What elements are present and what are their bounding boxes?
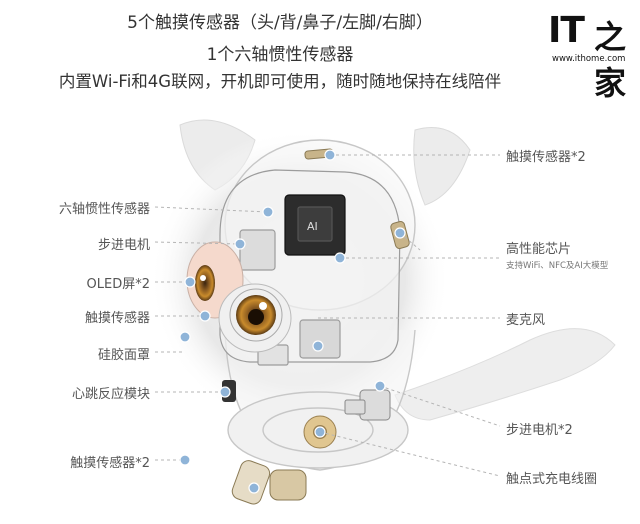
label-heartbeat-module: 心跳反应模块 — [71, 387, 150, 402]
label-stepper-motor: 步进电机 — [97, 238, 150, 253]
head-frame — [219, 169, 401, 366]
chip-ai-mark: AI — [307, 220, 318, 233]
label-chip-note: 支持WiFi、NFC及AI大模型 — [506, 261, 609, 271]
logo-mark: IT — [548, 10, 585, 51]
marker-dots — [179, 149, 406, 494]
label-rear-stepper: 步进电机*2 — [506, 423, 573, 438]
label-bottom-touch-sensors: 触摸传感器*2 — [70, 456, 150, 471]
fur-tail — [394, 328, 616, 421]
label-oled-screen: OLED屏*2 — [86, 277, 150, 292]
label-microphone: 麦克风 — [506, 313, 546, 328]
logo-url: www.ithome.com — [552, 54, 626, 64]
label-touch-sensor: 触摸传感器 — [84, 311, 150, 326]
label-silicone-mask: 硅胶面罩 — [97, 348, 150, 363]
logo-cn: 之家 — [594, 18, 627, 102]
headline-connectivity: 内置Wi-Fi和4G联网，开机即可使用，随时随地保持在线陪伴 — [58, 72, 502, 91]
leader-lines — [154, 154, 501, 477]
headline-touch-sensors: 5个触摸传感器（头/背/鼻子/左脚/右脚） — [127, 13, 433, 33]
label-imu: 六轴惯性传感器 — [58, 202, 150, 217]
oled-eyes — [195, 265, 283, 342]
headline-imu: 1个六轴惯性传感器 — [206, 45, 354, 65]
touch-pads — [231, 148, 410, 505]
label-top-touch-sensors: 触摸传感器*2 — [506, 150, 586, 165]
label-charging-coil: 触点式充电线圈 — [506, 472, 598, 487]
rear-stepper-motor — [344, 389, 391, 421]
label-chip: 高性能芯片 — [506, 242, 572, 257]
ithome-logo: IT 之家 www.ithome.com — [548, 8, 634, 102]
